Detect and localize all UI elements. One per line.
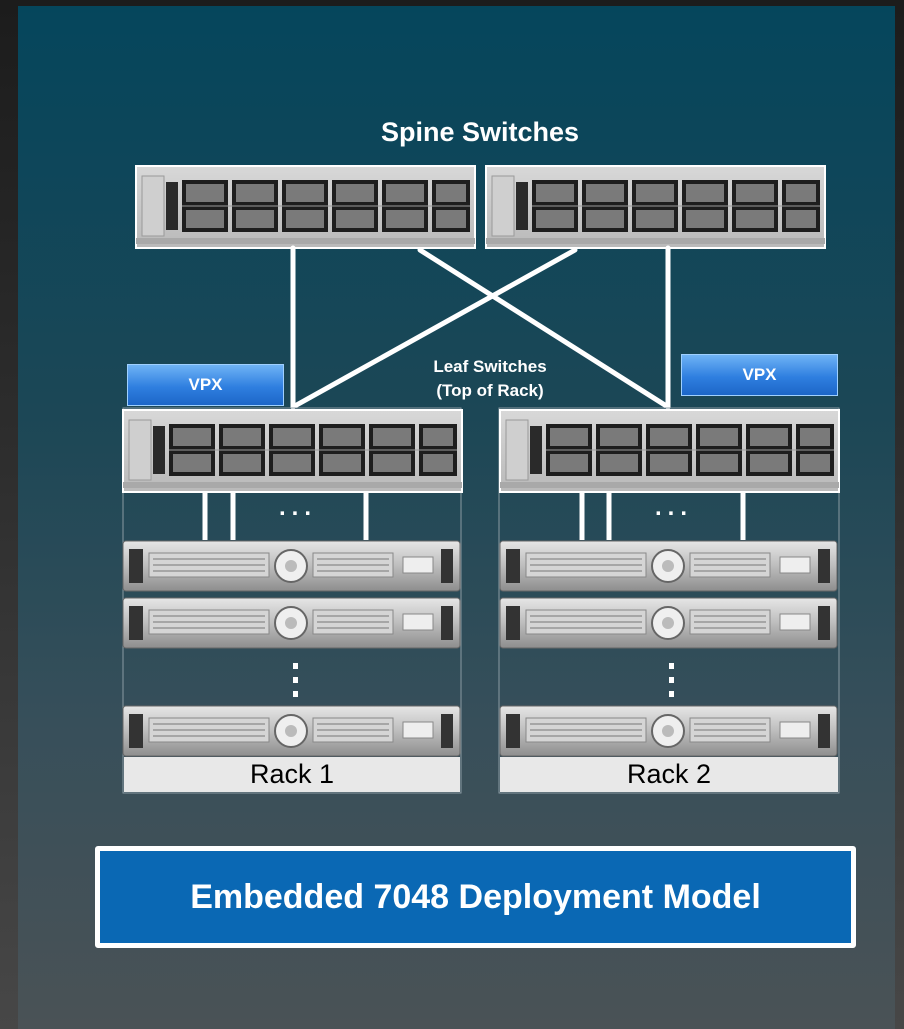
spine-switches-title: Spine Switches bbox=[380, 117, 580, 147]
leaf-label-line2: (Top of Rack) bbox=[436, 381, 544, 400]
spine-leaf-links bbox=[290, 245, 671, 410]
leaf-switch-2 bbox=[499, 409, 840, 493]
leaf-server-links bbox=[202, 492, 746, 540]
vpx-box-left: VPX bbox=[127, 364, 284, 406]
link-spine1-leaf2 bbox=[417, 247, 671, 410]
rack1-server-2 bbox=[122, 597, 461, 649]
rack2-server-3 bbox=[499, 705, 838, 757]
rack2-server-1 bbox=[499, 540, 838, 592]
spine-switch-1 bbox=[135, 165, 476, 249]
rack2-server-2 bbox=[499, 597, 838, 649]
rack1-server-3 bbox=[122, 705, 461, 757]
rack-2-label: Rack 2 bbox=[500, 757, 838, 792]
vertical-ellipsis bbox=[293, 663, 674, 697]
vpx-box-right: VPX bbox=[681, 354, 838, 396]
leaf-switches-label: Leaf Switches (Top of Rack) bbox=[390, 355, 590, 403]
leaf-switch-1 bbox=[122, 409, 463, 493]
link-spine2-leaf1 bbox=[290, 247, 578, 410]
leaf-label-line1: Leaf Switches bbox=[433, 357, 547, 376]
deployment-model-caption: Embedded 7048 Deployment Model bbox=[95, 846, 856, 948]
rack-2-frame bbox=[498, 407, 840, 794]
spine-switch-2 bbox=[485, 165, 826, 249]
horizontal-ellipsis-rack2: ... bbox=[654, 494, 693, 521]
horizontal-ellipsis-rack1: ... bbox=[278, 494, 317, 521]
rack-1-label: Rack 1 bbox=[124, 757, 460, 792]
rack1-server-1 bbox=[122, 540, 461, 592]
